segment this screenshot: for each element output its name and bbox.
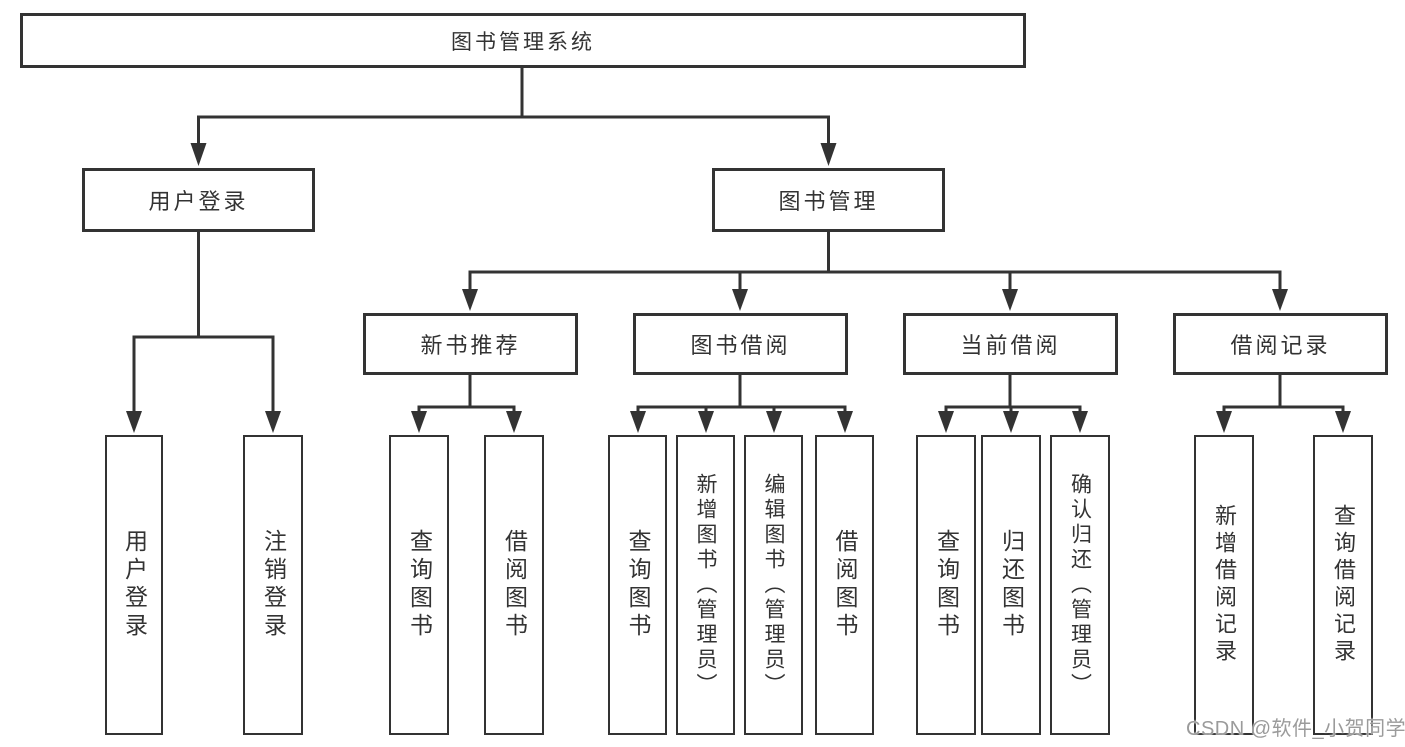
leaf-br-query-record: 查询借阅记录 [1313, 435, 1373, 735]
arrow-leaf-nbr-query [411, 411, 427, 433]
node-new-book-rec: 新书推荐 [363, 313, 578, 375]
leaf-nbr-borrow-book: 借阅图书 [484, 435, 544, 735]
leaf-cb-query-book: 查询图书 [916, 435, 976, 735]
leaf-br-add-record: 新增借阅记录 [1194, 435, 1254, 735]
leaf-bb-borrow-book: 借阅图书 [815, 435, 874, 735]
arrow-leaf-cb-query [938, 411, 954, 433]
node-borrow-record: 借阅记录 [1173, 313, 1388, 375]
connector-current-borrow-branch [944, 373, 1082, 416]
node-current-borrow: 当前借阅 [903, 313, 1118, 375]
leaf-cb-return-book: 归还图书 [981, 435, 1041, 735]
connector-user-login-branch [132, 230, 275, 416]
leaf-bb-query-book: 查询图书 [608, 435, 667, 735]
connector-book-mgmt-branch [468, 230, 1282, 293]
leaf-bb-add-book-admin: 新增图书（管理员） [676, 435, 735, 735]
connector-root-to-level2 [197, 66, 830, 148]
arrow-leaf-cb-return [1003, 411, 1019, 433]
leaf-bb-edit-book-admin: 编辑图书（管理员） [744, 435, 803, 735]
arrow-current-borrow [1002, 289, 1018, 311]
connector-new-book-rec-branch [417, 373, 516, 416]
connector-borrow-record-branch [1222, 373, 1345, 416]
arrow-book-borrow [732, 289, 748, 311]
arrow-leaf-bb-query [630, 411, 646, 433]
csdn-watermark: CSDN @软件_小贺同学 [1186, 718, 1405, 740]
node-library-system: 图书管理系统 [20, 13, 1026, 68]
arrow-leaf-bb-edit [766, 411, 782, 433]
arrow-leaf-br-add [1216, 411, 1232, 433]
node-book-borrow: 图书借阅 [633, 313, 848, 375]
arrow-leaf-cb-confirm [1072, 411, 1088, 433]
leaf-logout: 注销登录 [243, 435, 303, 735]
arrow-borrow-record [1272, 289, 1288, 311]
arrow-leaf-logout [265, 411, 281, 433]
arrow-leaf-user-login [126, 411, 142, 433]
arrow-new-book-rec [462, 289, 478, 311]
arrow-leaf-br-query [1335, 411, 1351, 433]
leaf-cb-confirm-return-admin: 确认归还（管理员） [1050, 435, 1110, 735]
arrowheads [126, 143, 1351, 433]
arrow-user-login [190, 143, 207, 166]
connector-book-borrow-branch [636, 373, 847, 416]
arrow-book-mgmt [820, 143, 837, 166]
arrow-leaf-bb-borrow [837, 411, 853, 433]
leaf-nbr-query-book: 查询图书 [389, 435, 449, 735]
node-user-login: 用户登录 [82, 168, 315, 232]
arrow-leaf-bb-add [698, 411, 714, 433]
node-book-mgmt: 图书管理 [712, 168, 945, 232]
arrow-leaf-nbr-borrow [506, 411, 522, 433]
leaf-user-login: 用户登录 [105, 435, 163, 735]
